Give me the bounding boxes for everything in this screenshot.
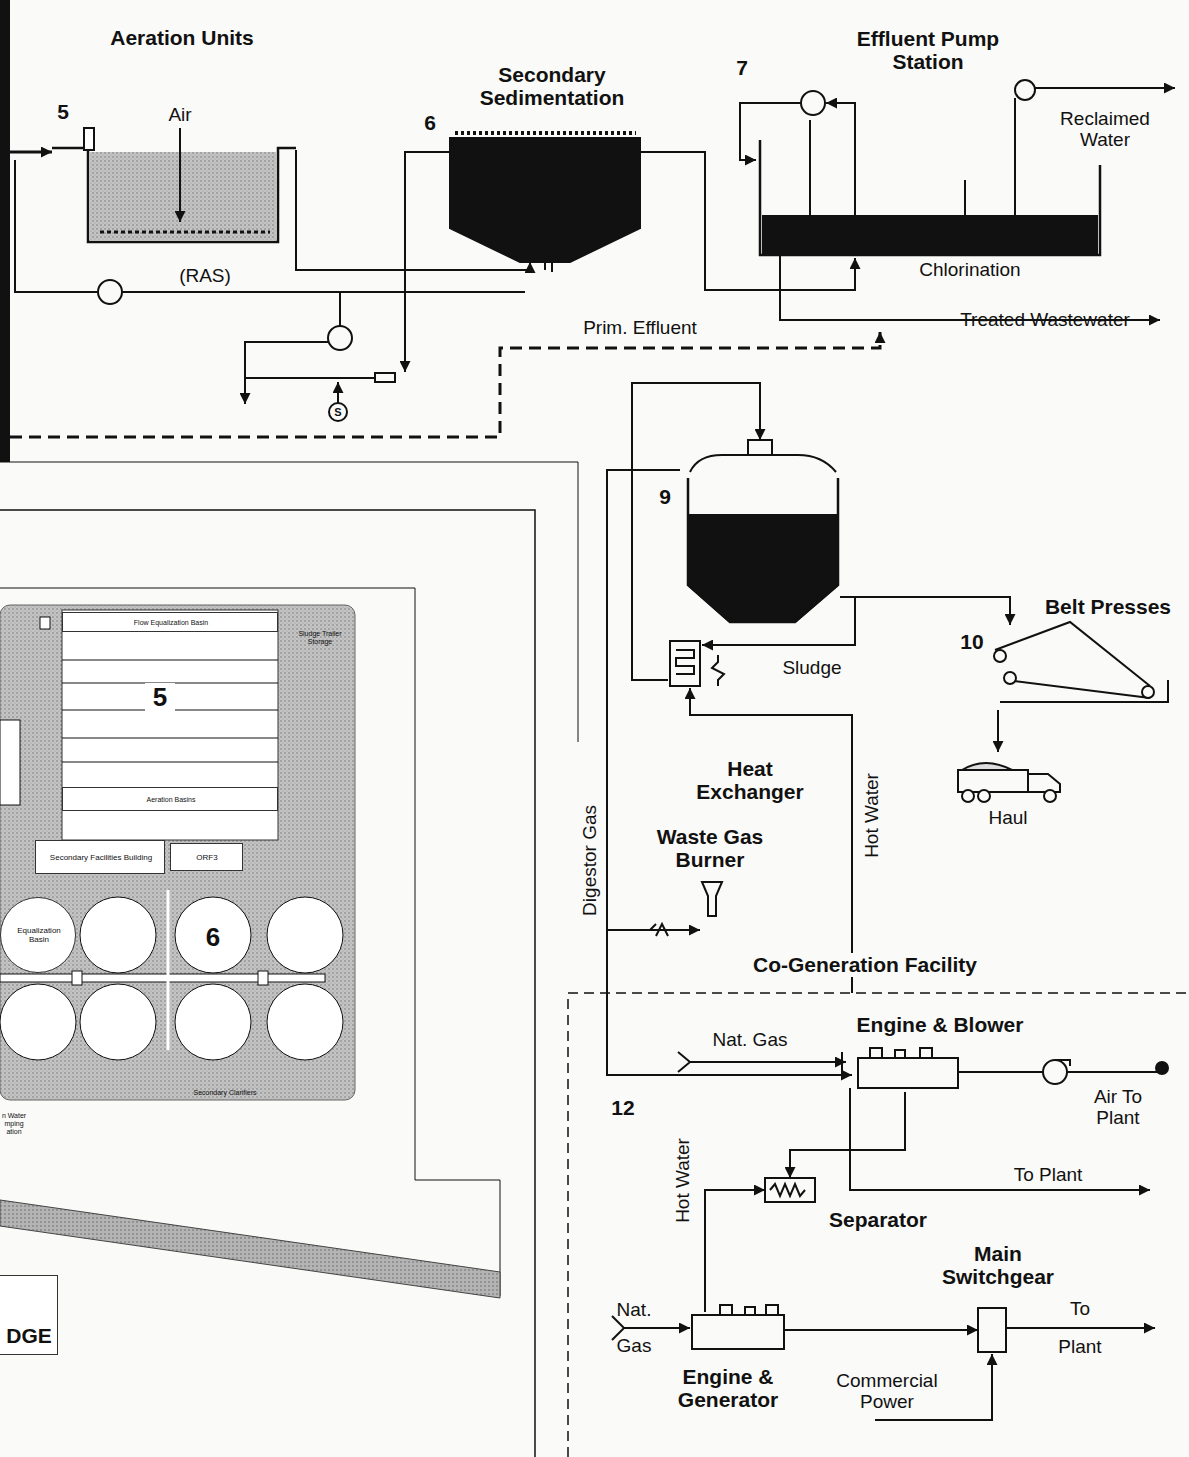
node-heading: Engine & Generator bbox=[663, 1365, 793, 1411]
callout-label: (RAS) bbox=[170, 266, 240, 287]
flow-line bbox=[997, 710, 999, 752]
plan-building: ORF3 bbox=[170, 843, 243, 871]
callout-label: Air To Plant bbox=[1073, 1087, 1163, 1129]
belt-press: Belt Presses bbox=[990, 625, 1170, 710]
clarifier-tank: Secondary Sedimentation bbox=[450, 62, 640, 262]
haul-truck: Haul bbox=[952, 752, 1064, 832]
flow-line bbox=[632, 383, 760, 680]
node-heading: Main Switchgear bbox=[933, 1242, 1063, 1288]
flow-label: Hot Water bbox=[862, 760, 883, 870]
switchgear: Main Switchgear bbox=[978, 1308, 1006, 1352]
flow-line bbox=[296, 150, 530, 270]
node-label: Aeration Basins bbox=[66, 796, 276, 804]
flow-line bbox=[840, 597, 1010, 625]
waste-gas-burner: Waste Gas Burner bbox=[700, 878, 724, 934]
engine-generator: Engine & Generator bbox=[690, 1312, 785, 1352]
flow-line bbox=[790, 1092, 905, 1178]
node-label: Secondary Facilities Building bbox=[41, 854, 161, 863]
callout-label: Reclaimed Water bbox=[1040, 109, 1170, 151]
node-heading: Aeration Units bbox=[62, 26, 302, 49]
callout-label: 7 bbox=[727, 56, 757, 79]
flow-line bbox=[640, 152, 855, 290]
flow-line bbox=[785, 1329, 978, 1331]
callout-label: Treated Wastewater bbox=[960, 301, 1130, 339]
callout-label: 12 bbox=[608, 1096, 638, 1119]
node-heading: Secondary Sedimentation bbox=[452, 63, 652, 109]
plan-basin-circle: Equalization Basin bbox=[0, 897, 76, 973]
callout-label: To Plant bbox=[1003, 1165, 1093, 1186]
plan-basin: Aeration Basins bbox=[62, 787, 278, 811]
callout-label: 6 bbox=[415, 111, 445, 134]
node-heading: Co-Generation Facility bbox=[725, 953, 1005, 976]
node-heading: Haul bbox=[968, 808, 1048, 829]
flow-label: Digestor Gas bbox=[580, 790, 601, 930]
callout-label: Nat. Gas bbox=[614, 1292, 654, 1364]
callout-label: Chlorination bbox=[900, 260, 1040, 281]
node-heading: Effluent Pump Station bbox=[833, 27, 1023, 73]
plan-title-box: DGE bbox=[0, 1275, 58, 1355]
node-heading: Engine & Blower bbox=[845, 1013, 1035, 1036]
callout-label: 10 bbox=[955, 630, 989, 653]
callout-label: n Water mping ation bbox=[0, 1112, 28, 1135]
callout-label: 5 bbox=[145, 683, 175, 712]
callout-label: Nat. Gas bbox=[705, 1030, 795, 1051]
separator: Separator bbox=[765, 1178, 815, 1202]
node-label: Equalization Basin bbox=[10, 927, 68, 945]
flow-line bbox=[702, 597, 855, 645]
callout-label: Sludge Trailer Storage bbox=[293, 630, 348, 645]
node-heading: Waste Gas Burner bbox=[640, 825, 780, 871]
digester-tank: 9 bbox=[680, 440, 840, 625]
node-heading: 9 bbox=[653, 485, 677, 508]
node-label: Flow Equalization Basin bbox=[66, 619, 276, 627]
callout-label: 5 bbox=[48, 100, 78, 123]
flow-label: Sludge bbox=[777, 658, 847, 679]
flow-line bbox=[705, 1190, 765, 1312]
node-heading: Separator bbox=[818, 1208, 938, 1231]
plan-basin: Flow Equalization Basin bbox=[62, 612, 278, 632]
callout-label: Commercial Power bbox=[827, 1371, 947, 1413]
node-label: DGE bbox=[1, 1324, 57, 1347]
heat-exchanger: Heat Exchanger bbox=[668, 640, 702, 688]
node-heading: Heat Exchanger bbox=[680, 757, 820, 803]
callout-label: Secondary Clarifiers bbox=[170, 1089, 280, 1097]
node-label: ORF3 bbox=[174, 854, 240, 863]
chlorination-tank: Effluent Pump Station bbox=[740, 28, 1100, 258]
plan-building: Secondary Facilities Building bbox=[35, 840, 165, 874]
flow-label: Hot Water bbox=[673, 1130, 694, 1230]
callout-label: Prim. Effluent bbox=[570, 318, 710, 339]
callout-label: To Plant bbox=[1050, 1290, 1110, 1366]
flow-line bbox=[607, 470, 852, 1075]
callout-label: Air bbox=[160, 105, 200, 126]
callout-label: 6 bbox=[198, 923, 228, 952]
engine-blower: Engine & Blower bbox=[852, 1048, 962, 1092]
node-heading: Belt Presses bbox=[1038, 595, 1178, 618]
callout-label: S bbox=[331, 406, 345, 418]
